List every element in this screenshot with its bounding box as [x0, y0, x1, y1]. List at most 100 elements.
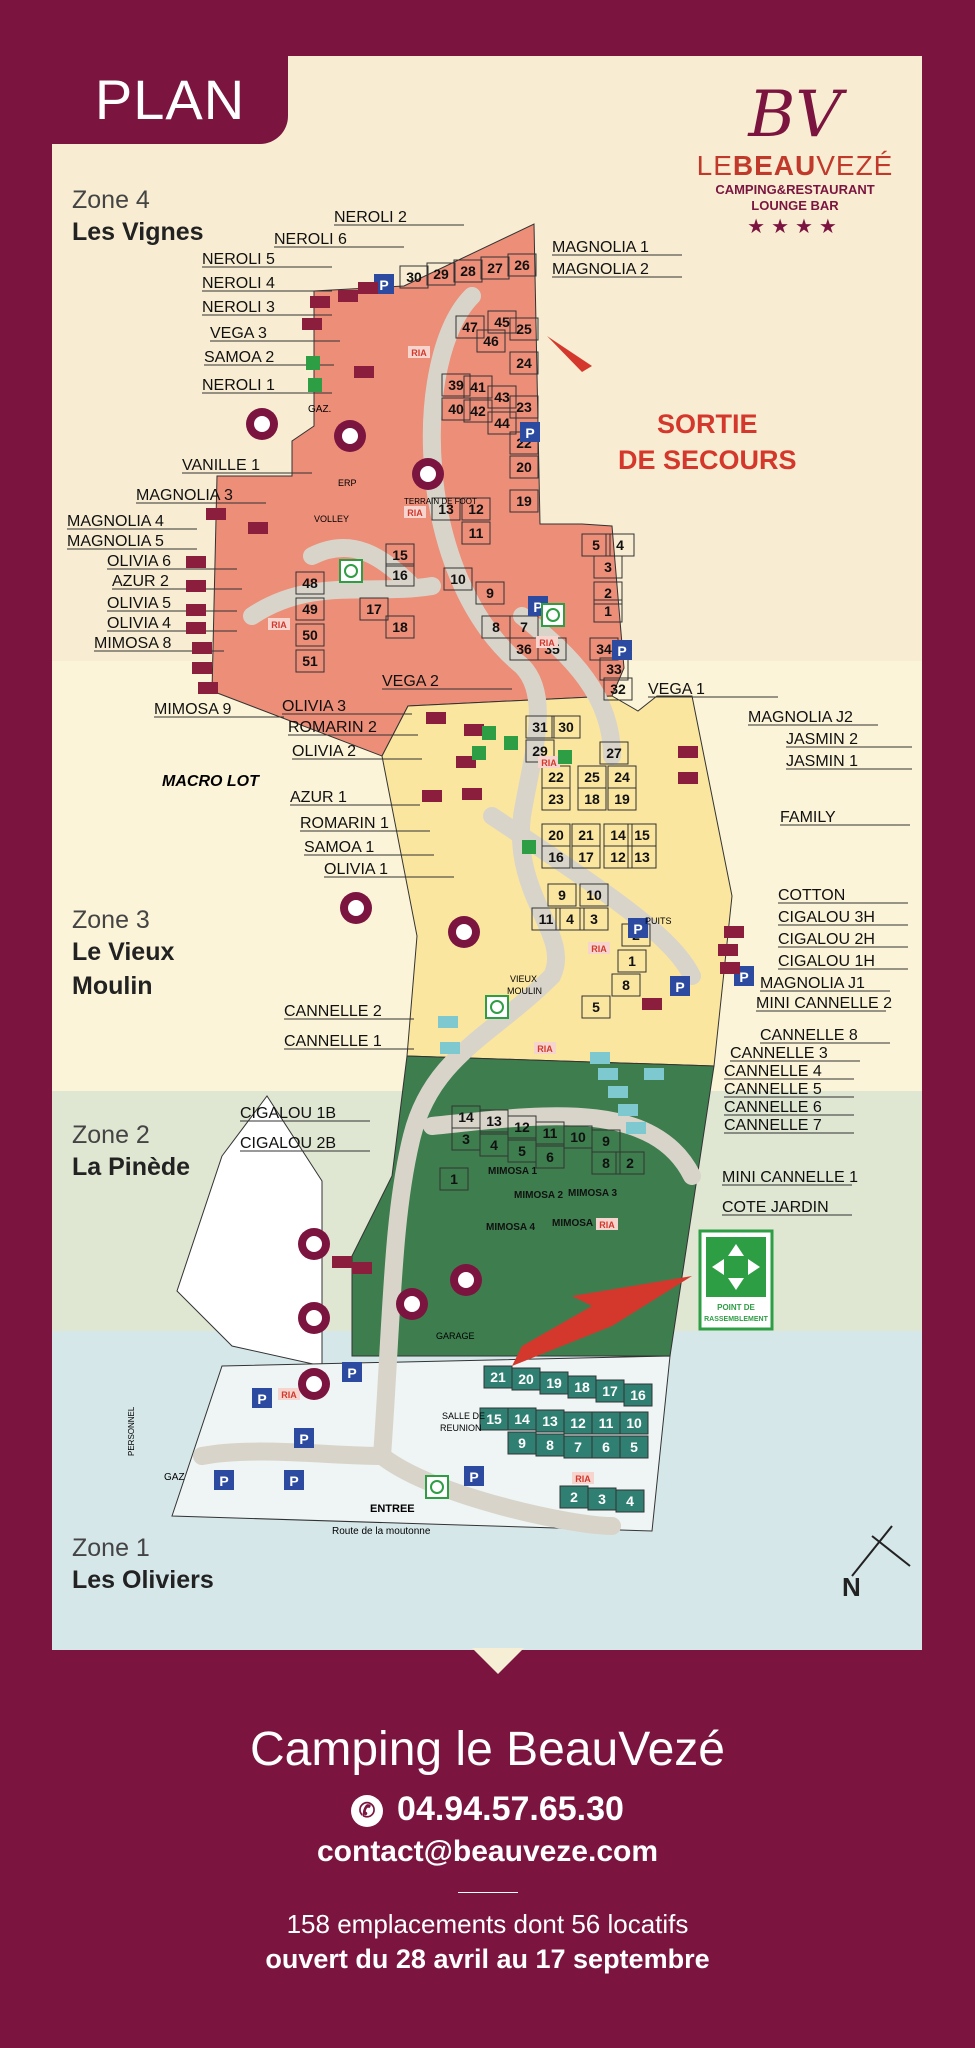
pitch: 47	[455, 315, 485, 339]
chalet-marker	[302, 318, 322, 330]
logo-name-pre: LE	[696, 150, 733, 181]
footer-phone-number[interactable]: 04.94.57.65.30	[397, 1790, 624, 1828]
pitch: 2	[615, 1151, 645, 1175]
personnel-label: PERSONNEL	[127, 1406, 136, 1456]
pitch: 5	[619, 1435, 649, 1459]
map-label: OLIVIA 1	[324, 861, 388, 878]
map-label: NEROLI 6	[274, 231, 347, 248]
parking-icon: P	[670, 976, 690, 996]
map-label: MINI CANNELLE 1	[722, 1169, 858, 1186]
recycle-icon	[485, 995, 509, 1019]
chalet-marker	[186, 556, 206, 568]
map-label: ROMARIN 1	[300, 815, 389, 832]
map-label: OLIVIA 2	[292, 743, 356, 760]
mobile-home-marker	[308, 378, 322, 392]
chalet-marker	[720, 962, 740, 974]
pitch-number: 8	[546, 1437, 554, 1453]
ria-text: RIA	[281, 1390, 297, 1400]
parking-icon: P	[628, 918, 648, 938]
parking-letter: P	[379, 277, 388, 293]
pitch: 12	[563, 1411, 593, 1435]
pitch-number: 5	[518, 1143, 526, 1159]
service-icon	[412, 458, 444, 490]
chalet-marker	[426, 712, 446, 724]
map-label: MIMOSA 8	[94, 635, 171, 652]
pitch: 45	[487, 310, 517, 334]
parking-letter: P	[525, 425, 534, 441]
pitch-number: 26	[514, 257, 530, 273]
chalet-marker	[192, 662, 212, 674]
map-label: NEROLI 1	[202, 377, 275, 394]
service-icon	[334, 420, 366, 452]
pitch: 4	[555, 907, 585, 931]
map-label: CANNELLE 8	[760, 1027, 858, 1044]
pitch-number: 41	[470, 379, 486, 395]
beauveze-logo: BV LEBEAUVEZÉ CAMPING&RESTAURANT LOUNGE …	[690, 80, 900, 239]
moulin-label-1: VIEUX	[510, 974, 537, 984]
chalet-marker	[186, 604, 206, 616]
garage-label: GARAGE	[436, 1331, 475, 1341]
logo-name-post: VEZÉ	[816, 150, 894, 181]
cannelle-marker	[440, 1042, 460, 1054]
pitch-number: 5	[592, 999, 600, 1015]
parking-letter: P	[533, 599, 542, 615]
pitch-number: 17	[602, 1383, 618, 1399]
map-label: CIGALOU 1B	[240, 1105, 336, 1122]
pitch-number: 19	[546, 1375, 562, 1391]
pitch: 32	[603, 677, 633, 701]
footer-email[interactable]: contact@beauveze.com	[316, 1835, 659, 1868]
moulin-label-2: MOULIN	[507, 986, 542, 996]
pitch: 27	[599, 741, 629, 765]
pitch: 9	[507, 1431, 537, 1455]
pitch: 46	[476, 329, 506, 353]
pitch-number: 15	[486, 1411, 502, 1427]
zone3-label: Zone 3 Le Vieux Moulin	[72, 906, 174, 1003]
footer-phone[interactable]: ✆04.94.57.65.30	[0, 1786, 975, 1832]
parking-icon: P	[520, 422, 540, 442]
pitch-number: 19	[516, 493, 532, 509]
volley-label: VOLLEY	[314, 514, 349, 524]
pitch: 8	[591, 1151, 621, 1175]
mobile-home-marker	[482, 726, 496, 740]
map-label: OLIVIA 3	[282, 698, 346, 715]
parking-icon: P	[374, 274, 394, 294]
chalet-marker	[456, 756, 476, 768]
parking-letter: P	[289, 1473, 298, 1489]
pitch: 1	[439, 1167, 469, 1191]
pitch-number: 18	[574, 1379, 590, 1395]
pitch: 4	[615, 1489, 645, 1513]
service-icon	[448, 916, 480, 948]
ria-tag: RIA	[596, 1218, 618, 1230]
ria-tag: RIA	[572, 1472, 594, 1484]
ria-text: RIA	[411, 348, 427, 358]
pitch: 8	[535, 1433, 565, 1457]
pitch-number: 16	[548, 849, 564, 865]
pitch-number: 12	[610, 849, 626, 865]
pitch: 27	[480, 256, 510, 280]
pitch-number: 20	[516, 459, 532, 475]
pitch: 2	[593, 581, 623, 605]
pitch: 10	[443, 567, 473, 591]
pitch-number: 13	[634, 849, 650, 865]
pitch-number: 20	[518, 1371, 534, 1387]
pitch-number: 14	[610, 827, 626, 843]
ria-tag: RIA	[404, 506, 426, 518]
service-icon	[246, 408, 278, 440]
pitch-number: 9	[518, 1435, 526, 1451]
parking-icon: P	[294, 1428, 314, 1448]
chalet-marker	[462, 788, 482, 800]
map-label: JASMIN 2	[786, 731, 858, 748]
assembly-arrow	[512, 1276, 692, 1366]
pitch-number: 34	[596, 641, 612, 657]
pitch: 19	[509, 489, 539, 513]
pitch-number: 11	[543, 1125, 558, 1141]
pitch-number: 18	[584, 791, 600, 807]
pitch-number: 42	[470, 403, 486, 419]
parking-letter: P	[617, 643, 626, 659]
pitch: 49	[295, 597, 325, 621]
pitch: 6	[591, 1435, 621, 1459]
pitch: 12	[603, 845, 633, 869]
map-label: MIMOSA 9	[154, 701, 231, 718]
pitch-number: 8	[622, 977, 630, 993]
pitch-number: 27	[487, 260, 503, 276]
